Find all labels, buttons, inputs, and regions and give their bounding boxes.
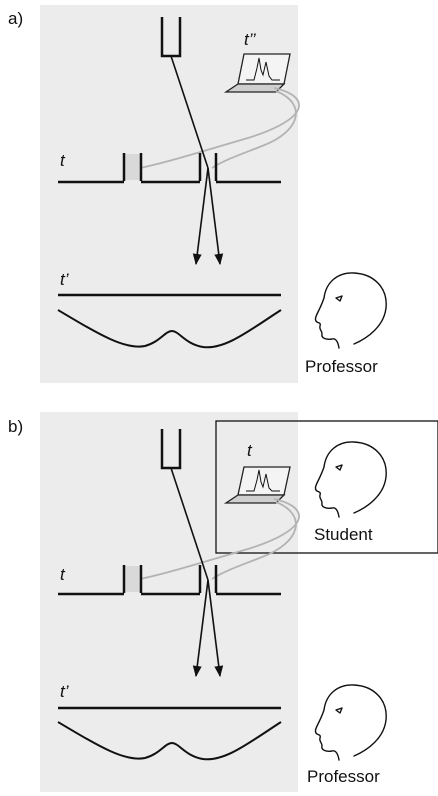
panel-b-arrow-right	[207, 579, 224, 678]
panel-b-cable-right	[211, 501, 297, 580]
panel-a-screen-time-label: t’	[60, 270, 69, 289]
panel-b-laptop-icon	[223, 466, 291, 504]
panel-a-professor-head-icon	[314, 272, 387, 349]
panel-b-laptop-time-label: t	[247, 441, 253, 460]
panel-b-intensity-curve	[57, 721, 282, 761]
panel-a-arrow-left	[192, 167, 209, 266]
panel-a-cable-right	[211, 90, 297, 169]
panel-b-cable-left	[139, 498, 300, 580]
panel-a-intensity-curve	[57, 309, 282, 349]
panel-a-observer-label: Professor	[305, 357, 378, 376]
panel-b-student-inset	[215, 420, 438, 554]
panel-a-laptop-icon	[223, 53, 291, 93]
panel-a-label: a)	[8, 9, 23, 28]
panel-b-slit-time-label: t	[60, 565, 66, 584]
panel-a-beam	[170, 55, 209, 169]
panel-b: b) t Student t	[8, 412, 438, 792]
panel-b-beam	[170, 467, 209, 581]
panel-a-slit-left	[124, 154, 141, 180]
panel-a-cable-left	[139, 87, 300, 169]
panel-a-slit-time-label: t	[60, 151, 66, 170]
panel-b-slit-left	[124, 566, 141, 592]
panel-b-label: b)	[8, 417, 23, 436]
panel-a-laptop-time-label: t’’	[244, 30, 256, 49]
panel-b-student-head-icon	[314, 441, 387, 518]
panel-b-professor-head-icon	[314, 684, 387, 761]
panel-b-student-label: Student	[314, 525, 373, 544]
panel-b-observer-label: Professor	[307, 767, 380, 786]
panel-a-arrow-right	[207, 167, 224, 266]
panel-a: a) t’’ t t’	[8, 5, 387, 383]
panel-b-screen-time-label: t’	[60, 682, 69, 701]
panel-b-arrow-left	[192, 579, 209, 678]
